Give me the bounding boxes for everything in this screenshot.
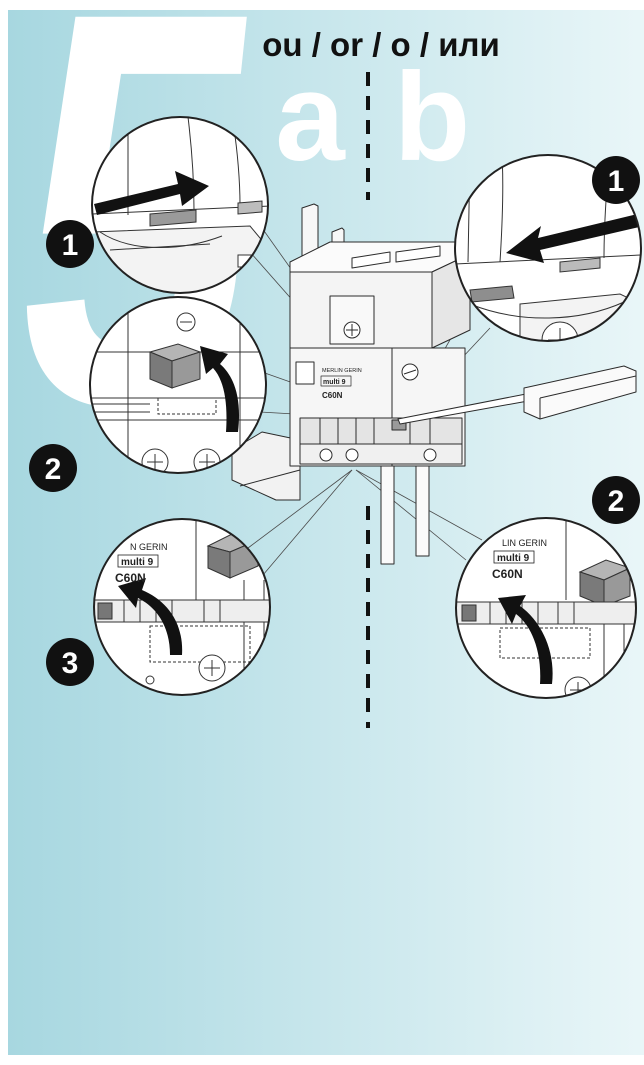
detail-view-top-left <box>91 116 269 294</box>
screw-cross <box>147 454 163 470</box>
breaker-edge <box>187 117 195 211</box>
lever-dark-block <box>97 602 113 620</box>
screw-cross <box>204 660 220 676</box>
din-clip <box>92 225 268 293</box>
breaker-lever-band <box>456 601 636 625</box>
latch-side <box>171 351 201 389</box>
step-badge-number: 2 <box>45 453 62 486</box>
detail-left-range-label: multi 9 <box>121 557 154 568</box>
din-clip-bracket <box>231 431 301 501</box>
detail-content <box>92 117 268 293</box>
detail-right-model-label: C60N <box>492 567 523 581</box>
step-badge-circle <box>592 156 640 204</box>
breaker-label-window <box>295 361 315 385</box>
din-clip-edge <box>239 469 301 487</box>
breaker-brand-label: MERLIN GERIN <box>322 368 362 374</box>
variant-a-label: a <box>275 48 346 187</box>
breaker-range-box <box>320 375 352 387</box>
detail-left-brand-label: N GERIN <box>130 542 168 552</box>
mounting-hole <box>145 675 155 685</box>
step-badge-number: 1 <box>62 229 79 262</box>
detail-circle-outline <box>89 296 267 474</box>
detail-right-brand-label: LIN GERIN <box>502 538 547 548</box>
breaker-terminal-row <box>299 443 463 465</box>
detail-view-middle-left <box>89 296 267 474</box>
step-badge-left-2: 2 <box>29 444 77 492</box>
detail-right-range-box <box>493 550 535 564</box>
latch-part <box>237 200 263 215</box>
step-badge-number: 3 <box>62 647 79 680</box>
zoom-line <box>355 469 467 561</box>
detail-left-range-box <box>117 554 159 568</box>
breaker-face-edge <box>455 254 641 265</box>
step-badge-right-1: 1 <box>592 156 640 204</box>
latch-part <box>559 257 601 273</box>
screwdriver-handle-ridge <box>539 375 637 399</box>
latch-side <box>603 567 631 607</box>
arrow-up-left-icon <box>498 595 553 684</box>
breaker-lever-band <box>299 417 463 445</box>
detail-circle-outline <box>454 154 642 342</box>
step-badge-left-3: 3 <box>46 638 94 686</box>
step-badge-left-1: 1 <box>46 220 94 268</box>
latch <box>149 209 197 227</box>
step-badge-circle <box>46 638 94 686</box>
zoom-line <box>247 469 353 549</box>
arrow-left-icon <box>506 212 641 263</box>
detail-view-bottom-right: LIN GERIN multi 9 C60N <box>455 517 637 699</box>
breaker-lever-band <box>94 599 270 623</box>
step-badge-number: 1 <box>608 165 625 198</box>
detail-circle-outline <box>455 517 637 699</box>
arrow-up-icon <box>200 346 240 432</box>
detail-left-model-label: C60N <box>115 571 146 585</box>
detail-content <box>90 297 266 473</box>
breaker-assembly <box>231 203 637 565</box>
din-clip-curve <box>469 301 625 319</box>
latch <box>469 285 515 303</box>
alternative-separator-label: ou / or / o / или <box>262 26 500 63</box>
terminal-screw-icon <box>319 448 333 462</box>
arrow-up-left-icon <box>118 578 183 655</box>
lever-dark-block <box>461 604 477 622</box>
detail-right-range-label: multi 9 <box>497 553 530 564</box>
terminal-slot <box>351 251 391 269</box>
detail-view-top-right <box>454 154 642 342</box>
screw-slot <box>403 369 417 375</box>
detail-circle-outline <box>91 116 269 294</box>
breaker-model-label: C60N <box>322 391 343 400</box>
step-badge-circle <box>29 444 77 492</box>
terminal-slot <box>395 245 441 263</box>
terminal-screw-icon <box>345 448 359 462</box>
busbar-pin-bottom <box>380 465 395 565</box>
arrow-right-icon <box>94 171 209 215</box>
variant-b-label: b <box>394 48 470 187</box>
screwdriver-handle <box>523 365 637 420</box>
detail-view-bottom-left: N GERIN multi 9 C60N <box>93 518 271 696</box>
step-badge-circle <box>46 220 94 268</box>
latch-outline-dashed <box>157 397 217 415</box>
step-badge-number: 2 <box>608 485 625 518</box>
busbar-pin-bottom <box>415 465 430 557</box>
zoom-line <box>262 469 353 576</box>
detail-circle-outline <box>93 518 271 696</box>
detail-content <box>456 518 636 698</box>
step-badge-circle <box>592 476 640 524</box>
din-clip-line <box>109 243 211 251</box>
step-badge-right-2: 2 <box>592 476 640 524</box>
breaker-range-label: multi 9 <box>323 379 346 386</box>
terminal-screw-icon <box>423 448 437 462</box>
